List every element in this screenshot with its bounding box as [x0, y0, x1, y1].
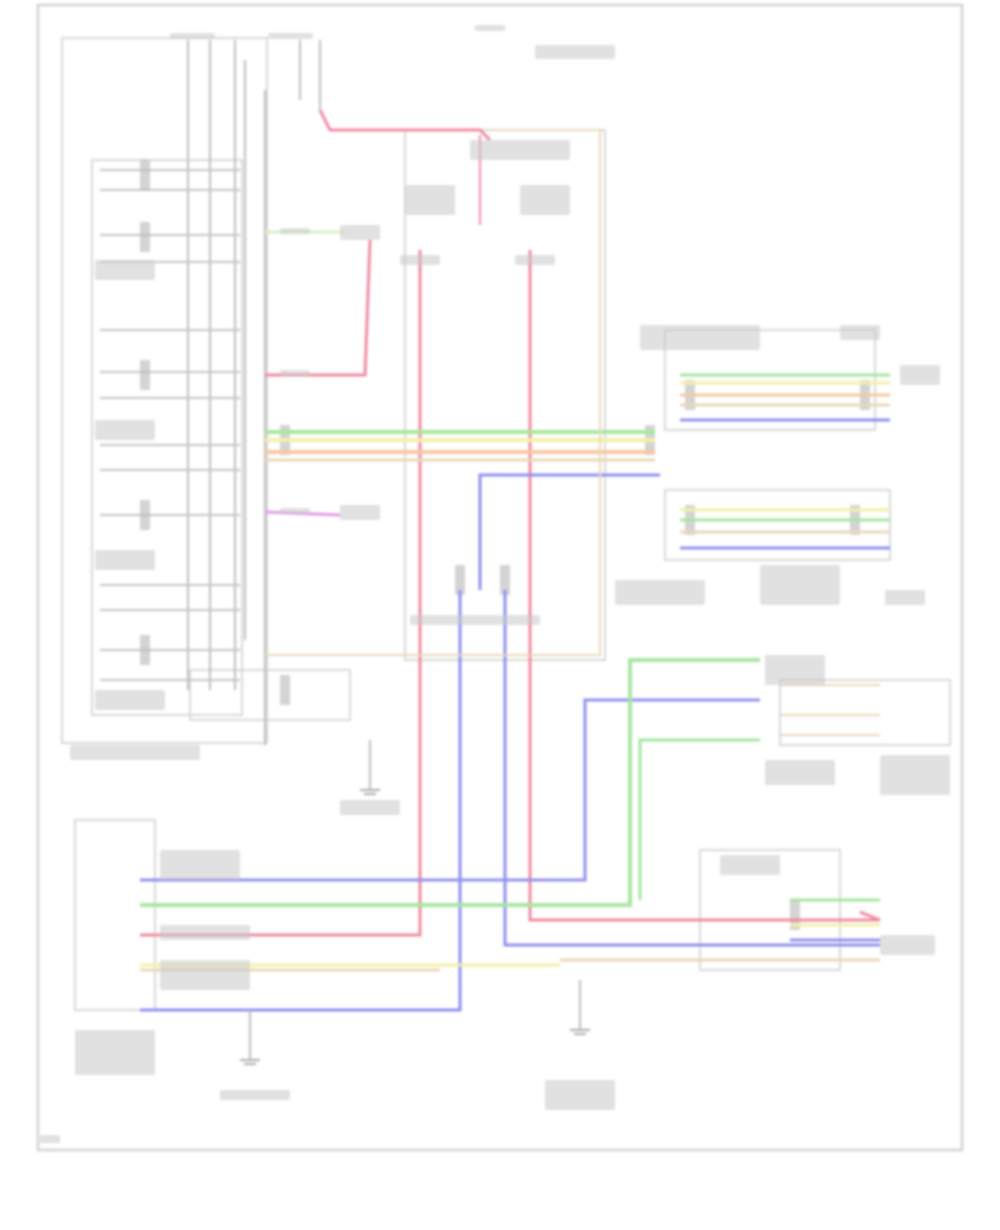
- illegible-label: [95, 690, 165, 710]
- wire-red: [859, 910, 881, 922]
- illegible-label: [160, 960, 250, 990]
- wire-blue: [140, 698, 760, 882]
- illegible-label: [268, 33, 313, 39]
- wires: [140, 109, 890, 1012]
- illegible-label: [400, 255, 440, 265]
- illegible-label: [95, 260, 155, 280]
- illegible-label: [75, 1030, 155, 1075]
- connector: [500, 565, 510, 595]
- wire-red: [318, 109, 492, 142]
- illegible-label: [340, 225, 380, 240]
- ground-symbols: [240, 740, 590, 1065]
- illegible-label: [720, 855, 780, 875]
- illegible-label: [535, 45, 615, 59]
- illegible-label: [880, 755, 950, 795]
- illegible-label: [765, 760, 835, 785]
- component-box: [664, 329, 876, 431]
- connector: [455, 565, 465, 595]
- illegible-label: [280, 370, 310, 376]
- illegible-label: [880, 935, 935, 955]
- connector: [280, 675, 290, 705]
- illegible-label: [220, 1090, 290, 1100]
- illegible-label: [40, 1135, 60, 1143]
- illegible-label: [840, 325, 880, 340]
- illegible-label: [885, 590, 925, 605]
- component-outlines: [61, 37, 951, 1011]
- illegible-label: [405, 185, 455, 215]
- component-box: [699, 849, 841, 971]
- illegible-label: [340, 800, 400, 815]
- component-box: [61, 37, 268, 744]
- illegible-label: [280, 508, 310, 514]
- illegible-label: [900, 365, 940, 385]
- illegible-label: [160, 850, 240, 880]
- illegible-label: [340, 505, 380, 520]
- diagram-frame: [36, 3, 964, 1152]
- connector: [140, 500, 150, 530]
- wire-green: [140, 658, 760, 907]
- illegible-label: [470, 140, 570, 160]
- connector: [140, 160, 150, 190]
- wire-blue: [503, 590, 880, 947]
- wire-blue: [140, 590, 462, 1012]
- wire-green: [638, 738, 760, 900]
- illegible-label: [95, 550, 155, 570]
- connector: [140, 222, 150, 252]
- component-box: [779, 679, 951, 746]
- wire-red: [140, 250, 422, 937]
- illegible-label: [515, 255, 555, 265]
- illegible-label: [760, 565, 840, 605]
- illegible-label: [640, 325, 760, 350]
- wire-red: [265, 239, 372, 377]
- wire-tan: [265, 129, 601, 656]
- connector: [790, 900, 800, 930]
- illegible-label: [160, 925, 250, 940]
- component-box: [74, 819, 156, 1011]
- component-box: [91, 159, 243, 716]
- connector: [140, 360, 150, 390]
- component-labels: [40, 25, 950, 1143]
- illegible-label: [520, 185, 570, 215]
- illegible-label: [410, 615, 540, 625]
- illegible-label: [475, 25, 505, 31]
- illegible-label: [170, 33, 215, 39]
- illegible-label: [615, 580, 705, 605]
- illegible-label: [765, 655, 825, 685]
- illegible-label: [545, 1080, 615, 1110]
- wire-red: [528, 250, 880, 922]
- illegible-label: [70, 745, 200, 760]
- component-box: [664, 489, 891, 561]
- component-box: [189, 669, 351, 721]
- illegible-label: [280, 228, 310, 234]
- illegible-label: [95, 420, 155, 440]
- connector: [140, 635, 150, 665]
